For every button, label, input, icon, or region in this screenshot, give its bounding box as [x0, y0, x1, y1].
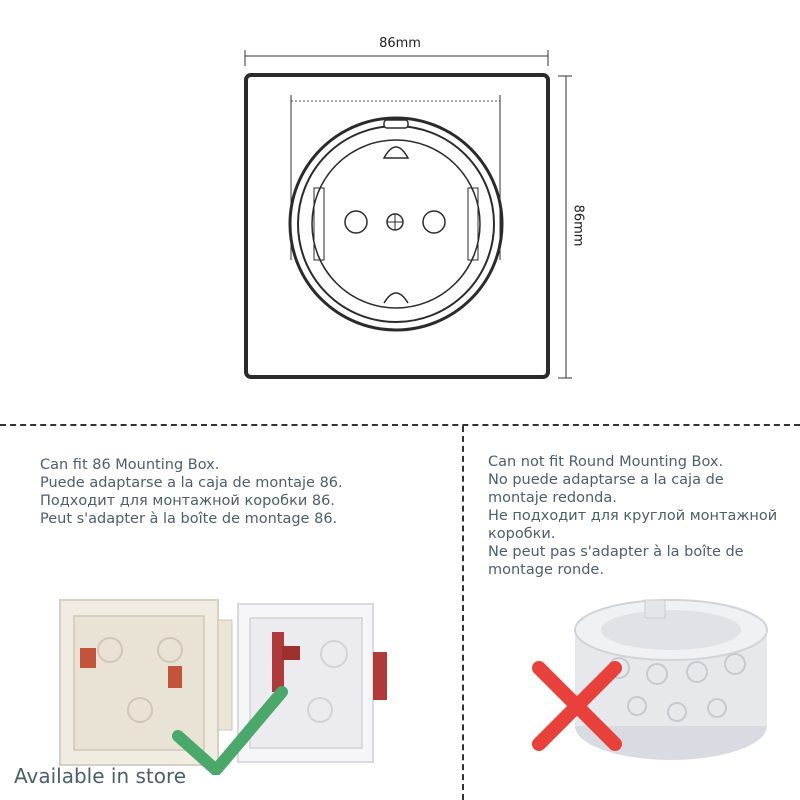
right-line-3: montaje redonda. [488, 490, 617, 506]
side-tab-right [467, 187, 479, 261]
left-compatibility-text: Can fit 86 Mounting Box. Puede adaptarse… [40, 456, 343, 528]
earth-clip-top [382, 146, 410, 159]
height-dimension-line [558, 75, 572, 379]
width-dimension-label: 86mm [379, 36, 421, 51]
square-mounting-boxes [59, 599, 387, 775]
side-tab-left [313, 187, 325, 261]
mounting-box-cream [59, 599, 233, 766]
horizontal-divider [0, 424, 800, 426]
socket-top-notch [383, 119, 409, 129]
pin-hole-left [344, 210, 368, 234]
cross-icon [532, 661, 622, 751]
available-in-store-label: Available in store [14, 764, 187, 788]
round-mounting-box [532, 599, 768, 760]
right-line-5: коробки. [488, 526, 556, 542]
left-line-fr: Peut s'adapter à la boîte de montage 86. [40, 511, 338, 527]
width-dimension-line [244, 50, 549, 66]
center-screw [386, 213, 404, 231]
check-icon [172, 686, 288, 775]
right-line-1: Can not fit Round Mounting Box. [488, 454, 724, 470]
round-box-body [574, 599, 768, 760]
mounting-box-white [237, 603, 387, 763]
right-line-6: Ne peut pas s'adapter à la boîte de [488, 544, 744, 560]
right-line-7: montage ronde. [488, 562, 604, 578]
socket-outer-ring [288, 116, 504, 332]
earth-clip-bottom [383, 292, 409, 304]
right-compatibility-text: Can not fit Round Mounting Box. No puede… [488, 453, 777, 579]
left-line-es: Puede adaptarse a la caja de montaje 86. [40, 475, 343, 491]
socket-diagram [244, 50, 572, 379]
pin-hole-right [422, 210, 446, 234]
left-line-en: Can fit 86 Mounting Box. [40, 457, 220, 473]
right-line-2: No puede adaptarse a la caja de [488, 472, 724, 488]
right-line-4: Не подходит для круглой монтажной [488, 508, 778, 524]
left-line-ru: Подходит для монтажной коробки 86. [40, 493, 335, 509]
socket-inner-ring [311, 139, 481, 309]
vertical-divider [462, 426, 464, 800]
